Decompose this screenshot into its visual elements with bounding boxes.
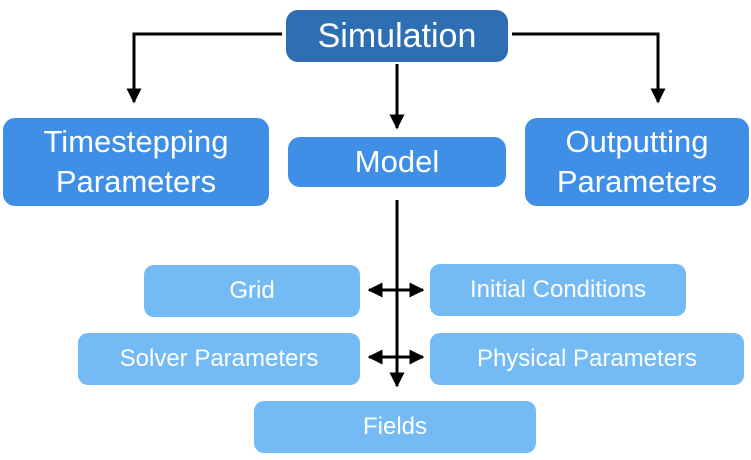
- fields-node: Fields: [254, 401, 536, 453]
- simulation-node: Simulation: [286, 10, 508, 62]
- timestepping-label-line2: Parameters: [55, 164, 217, 199]
- fields-label: Fields: [362, 413, 428, 440]
- arrow-simulation-to-timestepping: [126, 32, 282, 104]
- solver-parameters-node: Solver Parameters: [78, 333, 360, 385]
- initial-conditions-label: Initial Conditions: [469, 276, 647, 303]
- arrow-simulation-to-outputting: [512, 32, 666, 104]
- timestepping-parameters-node: Timestepping Parameters: [3, 118, 269, 206]
- initial-conditions-node: Initial Conditions: [430, 264, 686, 316]
- outputting-label-line2: Parameters: [556, 164, 718, 199]
- outputting-label-line1: Outputting: [565, 124, 709, 159]
- model-node: Model: [288, 137, 506, 187]
- solver-parameters-label: Solver Parameters: [119, 345, 319, 372]
- timestepping-label-line1: Timestepping: [43, 124, 229, 159]
- physical-parameters-node: Physical Parameters: [430, 333, 744, 385]
- outputting-parameters-node: Outputting Parameters: [525, 118, 749, 206]
- grid-label: Grid: [229, 277, 275, 304]
- model-label: Model: [354, 144, 440, 179]
- physical-parameters-label: Physical Parameters: [476, 345, 698, 372]
- simulation-label: Simulation: [317, 16, 477, 55]
- grid-node: Grid: [144, 265, 360, 317]
